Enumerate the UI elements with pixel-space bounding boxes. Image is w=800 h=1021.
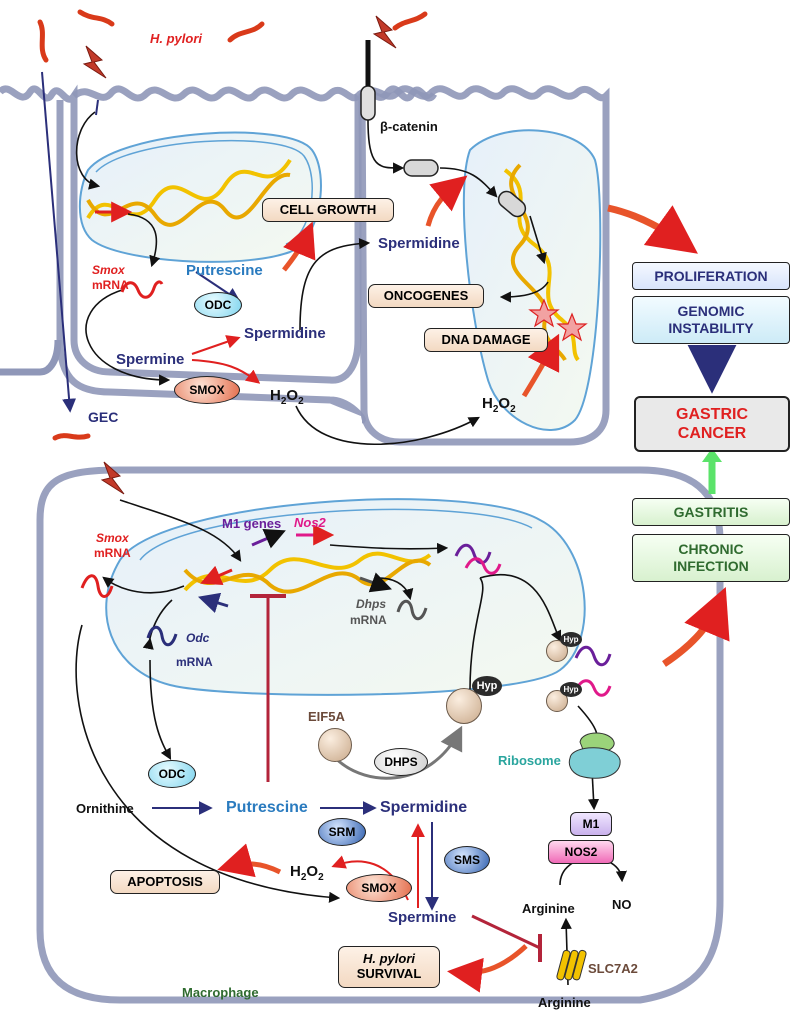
- eif5a-hyp-ball-main: [446, 688, 482, 724]
- h2o2-right-label: H2O2: [482, 395, 516, 415]
- h2o2-top-label: H2O2: [270, 387, 304, 407]
- srm-enzyme: SRM: [318, 818, 366, 846]
- macrophage-membrane: [36, 466, 724, 1004]
- nos2-gene-label: Nos2: [294, 515, 326, 530]
- dhps-mrna-label: Dhps: [356, 597, 386, 611]
- dhps-enzyme: DHPS: [374, 748, 428, 776]
- apoptosis-box: APOPTOSIS: [110, 870, 220, 894]
- odc-top-enzyme: ODC: [194, 292, 242, 318]
- arginine-outer-label: Arginine: [538, 995, 591, 1010]
- h-pylori-bacteria: [37, 9, 428, 441]
- putrescine-top-label: Putrescine: [186, 262, 263, 279]
- gec-membrane-right: [358, 85, 610, 446]
- spermidine-mac-label: Spermidine: [380, 799, 468, 816]
- eif5a-ball: [318, 728, 352, 762]
- odc-mrna-label: Odc: [186, 631, 210, 645]
- spermine-mac-label: Spermine: [388, 909, 457, 926]
- cell-growth-box: CELL GROWTH: [262, 198, 394, 222]
- gec-label: GEC: [88, 409, 119, 425]
- h2o2-mac-label: H2O2: [290, 863, 324, 883]
- dna-damage-box: DNA DAMAGE: [424, 328, 548, 352]
- spermidine-right-label: Spermidine: [378, 235, 460, 252]
- slc7a2-label: SLC7A2: [588, 961, 638, 976]
- sms-enzyme: SMS: [444, 846, 490, 874]
- eif5a-label: EIF5A: [308, 709, 345, 724]
- spermine-top-label: Spermine: [116, 351, 185, 368]
- putrescine-mac-label: Putrescine: [226, 799, 308, 816]
- smox-mac-enzyme: SMOX: [346, 874, 412, 902]
- h-pylori-label: H. pylori: [150, 31, 203, 46]
- smox-top-enzyme: SMOX: [174, 376, 240, 404]
- arginine-inner-label: Arginine: [522, 901, 575, 916]
- no-label: NO: [612, 897, 632, 912]
- odc-mrna-label-2: mRNA: [176, 655, 213, 669]
- m1-box: M1: [570, 812, 612, 836]
- smox-mrna-mac-label-2: mRNA: [94, 546, 131, 560]
- odc-mac-enzyme: ODC: [148, 760, 196, 788]
- smox-mrna-squiggle-top: [120, 280, 164, 299]
- ribosome-shape: [568, 732, 621, 779]
- hyp-badge-main: Hyp: [472, 676, 502, 696]
- smox-mrna-top-label-2: mRNA: [92, 278, 129, 292]
- oncogenes-box: ONCOGENES: [368, 284, 484, 308]
- m1-genes-label: M1 genes: [222, 516, 282, 531]
- lightning-icons: [82, 15, 397, 495]
- gec-membrane-left: [0, 84, 438, 384]
- dna-helix-macrophage: [183, 551, 432, 594]
- nos2-box: NOS2: [548, 840, 614, 864]
- smox-mrna-mac-label: Smox: [96, 531, 129, 545]
- beta-catenin-label: β-catenin: [380, 119, 438, 134]
- spermidine-top-label: Spermidine: [244, 325, 326, 342]
- eif5a-hyp-ball-1: [546, 640, 568, 662]
- macrophage-label: Macrophage: [182, 985, 259, 1000]
- hyp-badge-2: Hyp: [560, 682, 582, 697]
- slc7a2-transporter: [556, 949, 587, 981]
- gastritis-box: GASTRITIS: [632, 498, 790, 526]
- gec-membrane-partial: [0, 339, 62, 376]
- ornithine-label: Ornithine: [76, 801, 134, 816]
- eif5a-hyp-ball-2: [546, 690, 568, 712]
- proliferation-box: PROLIFERATION: [632, 262, 790, 290]
- ribosome-label: Ribosome: [498, 753, 561, 768]
- smox-mrna-top-label: Smox: [92, 263, 125, 277]
- hyp-badge-1: Hyp: [560, 632, 582, 647]
- dhps-mrna-label-2: mRNA: [350, 613, 387, 627]
